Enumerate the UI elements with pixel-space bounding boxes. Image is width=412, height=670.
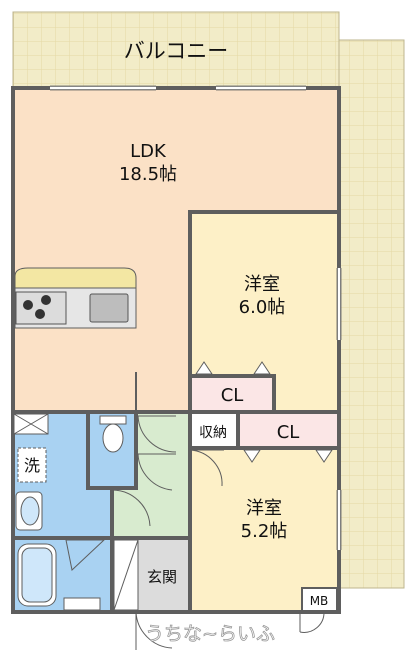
closet-1-label: CL — [221, 385, 244, 406]
storage-label: 収納 — [199, 425, 227, 441]
kitchen-counter — [14, 267, 137, 329]
stove-burner-icon — [41, 295, 51, 305]
watermark: うちな~らいふ — [145, 623, 275, 645]
laundry-label: 洗 — [24, 456, 40, 475]
stove-burner-icon — [35, 309, 45, 319]
entrance-label: 玄関 — [147, 568, 177, 586]
ldk-size-label: 18.5帖 — [119, 164, 177, 185]
closet-2-label: CL — [277, 422, 300, 443]
window-frames — [50, 85, 342, 550]
closet-2 — [238, 412, 337, 448]
closet-door-marks — [195, 361, 333, 463]
washroom-fixtures — [13, 413, 49, 531]
toilet-icon — [99, 415, 127, 453]
doors — [65, 415, 325, 650]
bathtub-icon — [17, 543, 101, 611]
western-room-1-size-label: 6.0帖 — [239, 297, 286, 318]
storage-floor — [190, 412, 238, 448]
balcony-label: バルコニー — [124, 39, 229, 63]
washing-machine-space — [17, 447, 47, 483]
meter-box-label: MB — [310, 594, 329, 608]
western-room-1-name-label: 洋室 — [244, 274, 280, 295]
western-room-2-size-label: 5.2帖 — [241, 521, 288, 542]
shoe-cabinet — [113, 539, 139, 611]
hallway-floor — [112, 412, 190, 538]
sink-icon — [89, 293, 129, 323]
stove-burner-icon — [23, 300, 33, 310]
ldk-floor — [13, 88, 339, 412]
western-room-2-name-label: 洋室 — [246, 498, 282, 519]
western-room-2-floor — [190, 448, 337, 612]
balcony — [12, 11, 405, 589]
windows — [50, 86, 341, 550]
closet-1 — [190, 376, 274, 412]
ldk-name-label: LDK — [130, 141, 167, 162]
